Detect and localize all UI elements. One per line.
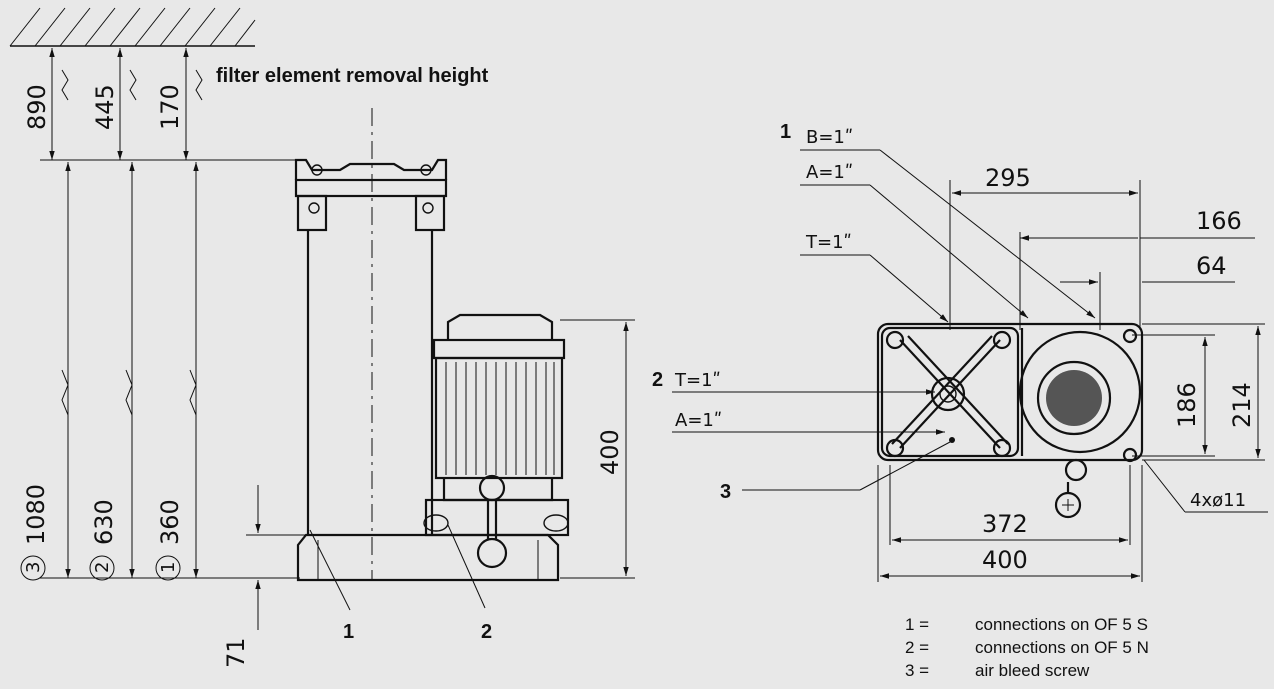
conn-b1-label: B=1ʺ [806,127,853,148]
dim-372: 372 [982,510,1028,538]
conn-a2-label: A=1ʺ [675,410,722,431]
legend-num-1: 1 = [905,615,929,634]
callout-2-left: 2 [481,621,492,643]
base-height-dim [246,485,318,630]
height-dim-labels: 3 1080 2 630 1 360 [20,484,184,581]
conn-a1-label: A=1ʺ [806,162,853,183]
dim-400-width: 400 [982,546,1028,574]
dim-71: 71 [222,637,250,668]
side-dim-lines [1132,323,1268,513]
left-callout-lines [309,524,486,611]
dim-holes: 4xø11 [1190,490,1246,511]
dim-630: 630 [90,499,118,545]
top-dim-lines [949,180,1255,330]
dim-890: 890 [23,84,51,130]
legend-text-2: connections on OF 5 N [975,638,1149,657]
ceiling-hatch [9,7,256,47]
removal-dim-labels: 890 445 170 [23,84,184,130]
dim-64: 64 [1196,252,1227,280]
dim-400-motor: 400 [596,429,624,475]
pump-motor [423,313,570,569]
legend-text-1: connections on OF 5 S [975,615,1148,634]
top-view-body [876,322,1144,519]
legend-num-3: 3 = [905,661,929,680]
height-dim-lines [40,162,300,579]
removal-dim-lines [40,48,302,161]
connection-leaders [672,149,1096,491]
dim-186: 186 [1173,382,1201,428]
legend-text-3: air bleed screw [975,661,1090,680]
marker-1-circle [155,555,181,581]
removal-height-label: filter element removal height [216,65,489,87]
dim-295: 295 [985,164,1031,192]
conn-t2-label: T=1ʺ [674,370,721,391]
motor-height-dim [560,319,635,579]
dim-360: 360 [156,499,184,545]
callout-2-right: 2 [652,369,663,391]
dim-166: 166 [1196,207,1242,235]
marker-2: 2 [92,562,113,573]
conn-t1-label: T=1ʺ [805,232,852,253]
dim-214: 214 [1228,382,1256,428]
marker-1: 1 [158,562,179,573]
callout-1-left: 1 [343,621,354,643]
callout-3-right: 3 [720,481,731,503]
filter-housing [294,108,560,582]
dim-170: 170 [156,84,184,130]
legend: 1 = connections on OF 5 S 2 = connection… [905,615,1149,680]
dim-1080: 1080 [22,484,50,545]
legend-num-2: 2 = [905,638,929,657]
callout-1-right: 1 [780,121,791,143]
bottom-dim-lines [877,465,1143,582]
marker-3: 3 [23,562,44,573]
marker-2-circle [89,555,115,581]
dim-445: 445 [91,84,119,130]
marker-3-circle [20,555,46,581]
